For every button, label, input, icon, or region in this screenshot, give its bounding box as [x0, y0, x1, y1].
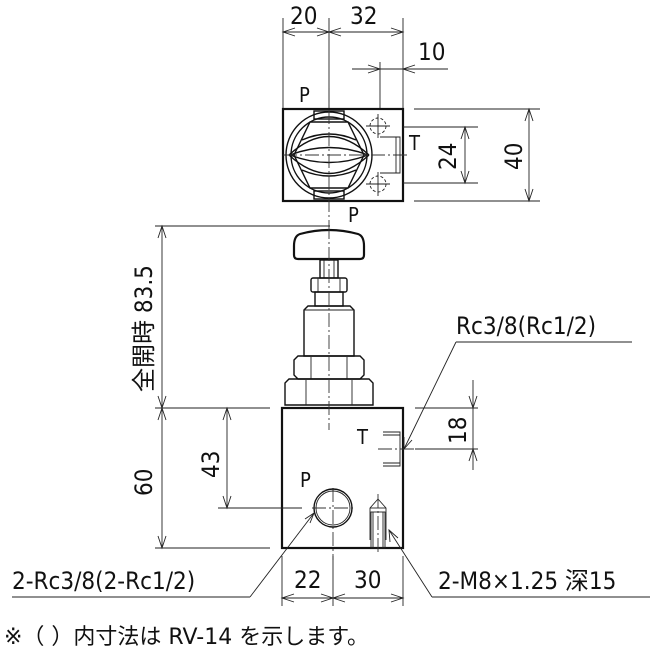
dim-top-width-left: 20 — [290, 2, 317, 30]
front-view-body — [280, 406, 405, 550]
front-view: T P 全開時 83.5 60 43 — [12, 224, 650, 606]
label-t-front: T — [356, 425, 369, 449]
label-p-top: P — [299, 83, 310, 107]
dim-p-port-x: 22 — [294, 566, 321, 594]
callout-mount-thread: 2-M8×1.25 深15 — [438, 567, 616, 595]
dim-top-width-right: 32 — [350, 2, 377, 30]
label-p-front: P — [300, 468, 311, 492]
dim-p-port-height: 43 — [197, 451, 225, 478]
callout-p-port-thread: 2-Rc3/8(2-Rc1/2) — [12, 567, 195, 595]
mount-hole-top — [366, 114, 390, 138]
dim-top-depth: 40 — [500, 143, 528, 170]
dim-mount-hole-x: 30 — [354, 566, 381, 594]
label-t-top: T — [408, 131, 421, 155]
label-p-bottom: P — [348, 203, 359, 227]
dim-full-open-height: 全開時 83.5 — [130, 265, 158, 392]
mount-tapped-hole — [369, 494, 387, 553]
top-view: 20 32 10 P — [281, 2, 540, 227]
callout-t-port-thread: Rc3/8(Rc1/2) — [456, 312, 596, 340]
dim-t-port-spacing: 24 — [434, 143, 462, 170]
dim-t-port-offset-front: 18 — [444, 417, 472, 444]
mount-hole-bottom — [366, 172, 390, 196]
dim-body-height: 60 — [130, 469, 158, 496]
dim-t-port-offset: 10 — [418, 38, 445, 66]
adjust-knob — [292, 228, 366, 261]
footnote: ※（ ）内寸法は RV-14 を示します。 — [4, 625, 369, 650]
